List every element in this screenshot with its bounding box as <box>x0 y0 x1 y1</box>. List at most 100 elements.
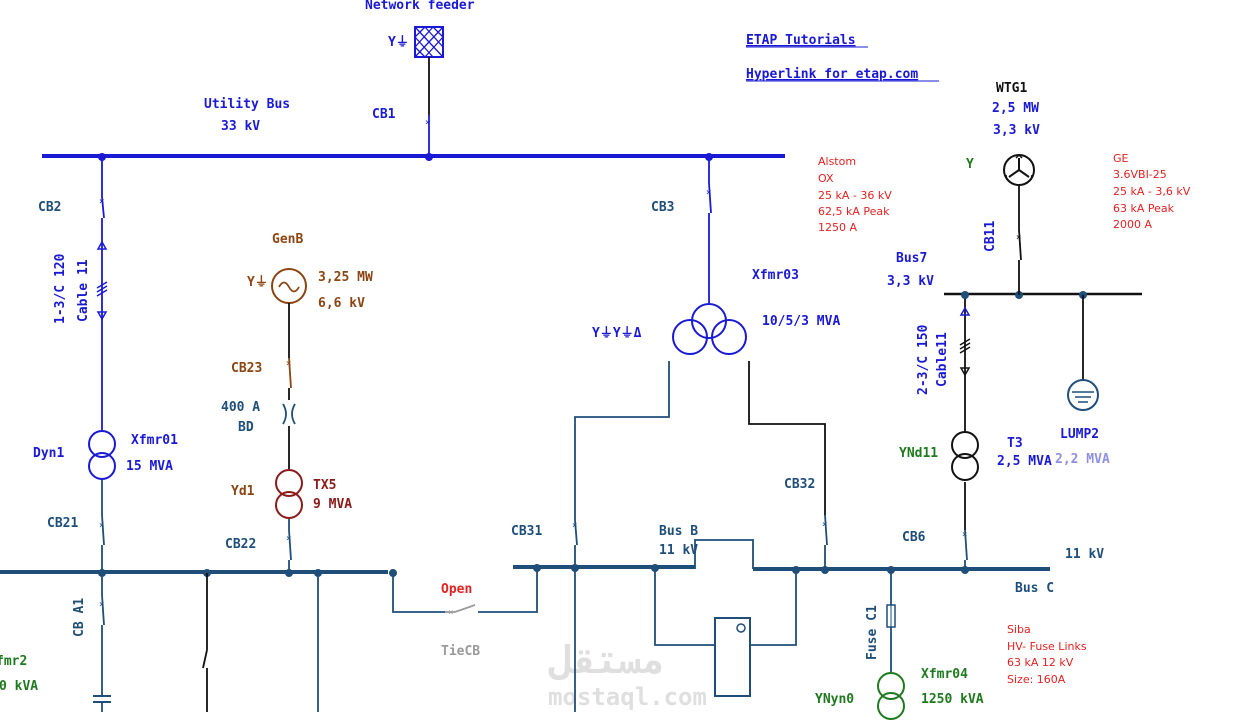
cb22-breaker[interactable]: × <box>286 529 292 561</box>
svg-text:×: × <box>286 359 291 369</box>
svg-text:25 kA - 3,6 kV: 25 kA - 3,6 kV <box>1113 185 1191 198</box>
svg-text:×: × <box>962 530 967 540</box>
bus-c-name: Bus C <box>1015 581 1054 596</box>
genb-generator-icon[interactable] <box>271 268 307 304</box>
cb11-label: CB11 <box>983 221 998 252</box>
reactor-icon[interactable] <box>282 403 296 425</box>
utility-bus-name: Utility Bus <box>204 97 290 112</box>
ge-note: GE 3.6VBI-25 25 kA - 3,6 kV 63 kA Peak 2… <box>1113 152 1191 231</box>
feeder-switch[interactable] <box>202 649 208 669</box>
lumped-load-icon[interactable] <box>1067 379 1099 411</box>
cb6-breaker[interactable]: × <box>962 529 968 561</box>
xfmr2-name: fmr2 <box>0 654 27 669</box>
cable11-icon[interactable] <box>96 240 108 321</box>
tx5-rating: 9 MVA <box>313 497 352 512</box>
xfmr04-icon[interactable] <box>877 672 905 720</box>
wtg1-voltage: 3,3 kV <box>993 123 1040 138</box>
cable11-size: 1-3/C 120 <box>53 253 68 324</box>
svg-text:HV- Fuse Links: HV- Fuse Links <box>1007 640 1087 653</box>
svg-text:mostaql.com: mostaql.com <box>548 683 707 711</box>
cba1-breaker[interactable]: × <box>99 594 105 626</box>
tx5-icon[interactable] <box>275 469 303 519</box>
svg-text:3.6VBI-25: 3.6VBI-25 <box>1113 168 1167 181</box>
network-feeder-label: Network feeder <box>365 0 475 13</box>
xfmr03-rating: 10/5/3 MVA <box>762 314 840 329</box>
svg-text:×: × <box>99 521 104 531</box>
svg-text:×: × <box>706 188 711 198</box>
cba1-label: CB A1 <box>72 598 87 637</box>
cb32-label: CB32 <box>784 477 815 492</box>
lump2-name: LUMP2 <box>1060 427 1099 442</box>
cb6-label: CB6 <box>902 530 926 545</box>
network-feeder-icon[interactable] <box>414 26 444 58</box>
t3-icon[interactable] <box>951 431 979 481</box>
utility-bus-voltage: 33 kV <box>221 119 260 134</box>
capacitor-icon[interactable] <box>93 695 111 712</box>
svg-text:×: × <box>99 600 104 610</box>
genb-grounding: Y⏚ <box>247 275 268 290</box>
svg-text:1250 A: 1250 A <box>818 221 857 234</box>
reactor-name: BD <box>238 420 254 435</box>
svg-text:×: × <box>425 118 430 128</box>
svg-text:×: × <box>1016 233 1021 243</box>
fuse-name: Fuse C1 <box>865 605 880 660</box>
cb31-breaker[interactable]: × <box>572 519 578 546</box>
cable11-name: Cable 11 <box>76 259 91 322</box>
wtg1-name: WTG1 <box>996 81 1027 96</box>
bus-b-name: Bus B <box>659 524 698 539</box>
xfmr01-rating: 15 MVA <box>126 459 173 474</box>
mostaql-watermark: مستقل mostaql.com <box>548 638 707 711</box>
t3-vector: YNd11 <box>899 446 938 461</box>
svg-text:25 kA - 36 kV: 25 kA - 36 kV <box>818 189 892 202</box>
xfmr01-vector: Dyn1 <box>33 446 64 461</box>
siba-note: Siba HV- Fuse Links 63 kA 12 kV Size: 16… <box>1007 623 1087 686</box>
cb1-breaker[interactable]: × <box>425 115 430 135</box>
cb23-breaker[interactable]: × <box>286 357 292 389</box>
genb-voltage: 6,6 kV <box>318 296 365 311</box>
xfmr04-rating: 1250 kVA <box>921 692 984 707</box>
static-load-icon[interactable] <box>714 617 751 697</box>
cb3-breaker[interactable]: × <box>706 182 712 214</box>
cable11b-size: 2-3/C 150 <box>916 324 931 395</box>
fuse-icon[interactable] <box>886 604 896 628</box>
xfmr01-icon[interactable] <box>88 430 116 480</box>
cb11-breaker[interactable]: × <box>1016 229 1022 261</box>
svg-text:Siba: Siba <box>1007 623 1031 636</box>
alstom-note: Alstom OX 25 kA - 36 kV 62,5 kA Peak 125… <box>818 155 892 234</box>
bus-b-voltage: 11 kV <box>659 543 698 558</box>
tie-breaker[interactable]: × <box>445 604 476 618</box>
svg-text:مستقل: مستقل <box>548 638 664 682</box>
svg-text:Alstom: Alstom <box>818 155 856 168</box>
wtg1-grounding: Y <box>966 157 974 172</box>
xfmr03-name: Xfmr03 <box>752 268 799 283</box>
cb21-breaker[interactable]: × <box>99 514 105 546</box>
bus7-name: Bus7 <box>896 251 927 266</box>
svg-text:2000 A: 2000 A <box>1113 218 1152 231</box>
cb1-label: CB1 <box>372 107 396 122</box>
cb2-label: CB2 <box>38 200 61 215</box>
svg-text:×: × <box>286 534 291 544</box>
xfmr01-name: Xfmr01 <box>131 433 178 448</box>
tie-status: Open <box>441 582 472 597</box>
cb32-breaker[interactable]: × <box>822 514 828 546</box>
etap-tutorials-link[interactable]: ETAP Tutorials <box>746 33 856 48</box>
t3-rating: 2,5 MVA <box>997 454 1052 469</box>
cable11b-name: Cable11 <box>935 332 950 387</box>
bus7-voltage: 3,3 kV <box>887 274 934 289</box>
etap-hyperlink[interactable]: Hyperlink for etap.com <box>746 67 918 82</box>
wind-turbine-icon[interactable] <box>1003 153 1035 186</box>
cable11b-icon[interactable] <box>959 306 971 377</box>
xfmr03-icon[interactable] <box>672 303 747 355</box>
cb23-label: CB23 <box>231 361 262 376</box>
cb22-label: CB22 <box>225 537 256 552</box>
svg-text:×: × <box>572 521 577 531</box>
tx5-name: TX5 <box>313 478 336 493</box>
svg-text:62,5 kA Peak: 62,5 kA Peak <box>818 205 890 218</box>
cb2-breaker[interactable]: × <box>99 196 105 219</box>
genb-power: 3,25 MW <box>318 270 373 285</box>
t3-name: T3 <box>1007 436 1023 451</box>
cb31-label: CB31 <box>511 524 542 539</box>
svg-text:63 kA Peak: 63 kA Peak <box>1113 202 1175 215</box>
svg-text:63 kA 12 kV: 63 kA 12 kV <box>1007 656 1074 669</box>
